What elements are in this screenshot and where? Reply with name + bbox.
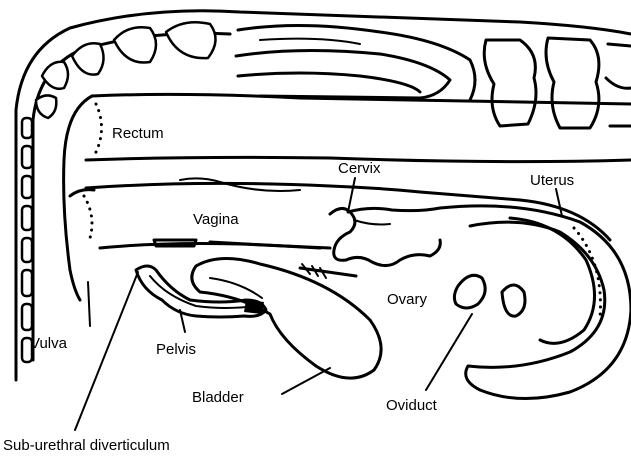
ovaries <box>454 275 525 316</box>
cervix-shape <box>330 208 440 266</box>
label-sub-urethral-diverticulum: Sub-urethral diverticulum <box>3 437 170 454</box>
label-bladder: Bladder <box>192 389 244 406</box>
uterus-shape <box>440 206 631 399</box>
perineum <box>64 96 94 300</box>
reproductive-tract <box>86 178 610 278</box>
label-uterus: Uterus <box>530 172 574 189</box>
label-vulva: Vulva <box>30 335 68 352</box>
label-pelvis: Pelvis <box>156 341 196 358</box>
spine-outline <box>16 11 631 380</box>
vertebrae <box>22 22 216 362</box>
label-cervix: Cervix <box>338 160 381 177</box>
rectum-shape <box>86 94 631 161</box>
lumbar-vertebrae <box>236 25 631 128</box>
label-ovary: Ovary <box>387 291 428 308</box>
label-oviduct: Oviduct <box>386 397 438 414</box>
label-vagina: Vagina <box>193 211 239 228</box>
label-rectum: Rectum <box>112 125 164 142</box>
